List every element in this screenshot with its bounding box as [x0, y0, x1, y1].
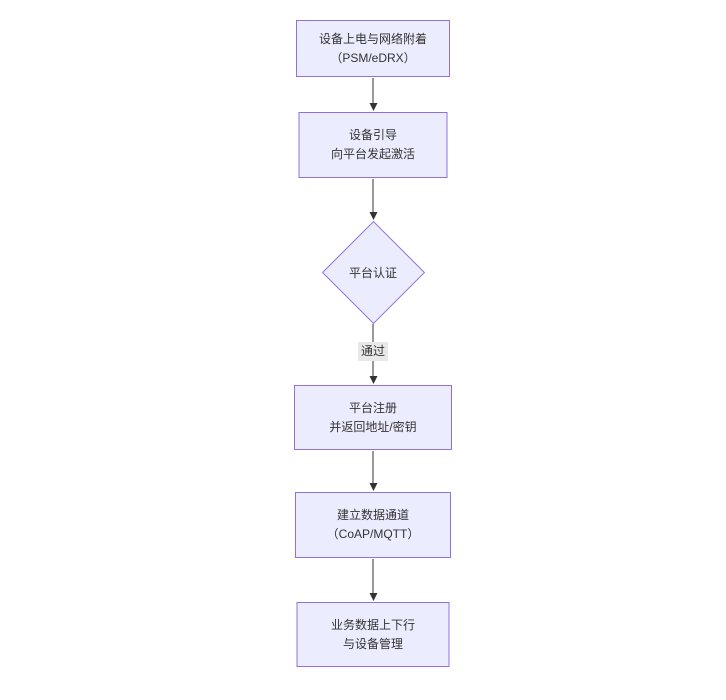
node-label-line: 平台认证	[348, 265, 397, 280]
connector-n2-n3	[369, 179, 378, 220]
node-label-line: （CoAP/MQTT）	[326, 527, 420, 541]
node-register: 平台注册 并返回地址/密钥	[294, 385, 452, 450]
connector-n4-n5	[369, 451, 378, 491]
connector-n1-n2	[369, 78, 378, 111]
node-label-line: 建立数据通道	[336, 508, 409, 522]
arrowhead-down-icon	[369, 376, 377, 384]
node-data-channel: 建立数据通道 （CoAP/MQTT）	[295, 492, 451, 558]
arrow-line	[372, 559, 374, 593]
node-business-data: 业务数据上下行 与设备管理	[296, 602, 450, 667]
node-label-line: （PSM/eDRX）	[330, 50, 416, 65]
node-power-attach: 设备上电与网络附着 （PSM/eDRX）	[296, 20, 450, 77]
arrow-line	[372, 451, 374, 483]
node-label-line: 业务数据上下行	[330, 617, 415, 632]
node-label-line: 向平台发起激活	[330, 147, 415, 161]
edge-label-pass: 通过	[357, 342, 389, 361]
node-label-line: 与设备管理	[342, 636, 403, 651]
node-label-line: 并返回地址/密钥	[329, 419, 417, 434]
node-bootstrap: 设备引导 向平台发起激活	[298, 112, 448, 178]
node-label-line: 平台注册	[348, 400, 397, 415]
node-auth-decision: 平台认证	[321, 220, 426, 325]
arrowhead-down-icon	[369, 593, 377, 601]
node-label-line: 设备上电与网络附着	[318, 31, 427, 46]
arrowhead-down-icon	[369, 103, 377, 111]
arrowhead-down-icon	[369, 483, 377, 491]
arrow-line	[372, 179, 374, 212]
node-label-line: 设备引导	[348, 128, 397, 142]
arrow-line	[372, 78, 374, 103]
connector-n5-n6	[369, 559, 378, 601]
arrowhead-down-icon	[369, 212, 377, 220]
